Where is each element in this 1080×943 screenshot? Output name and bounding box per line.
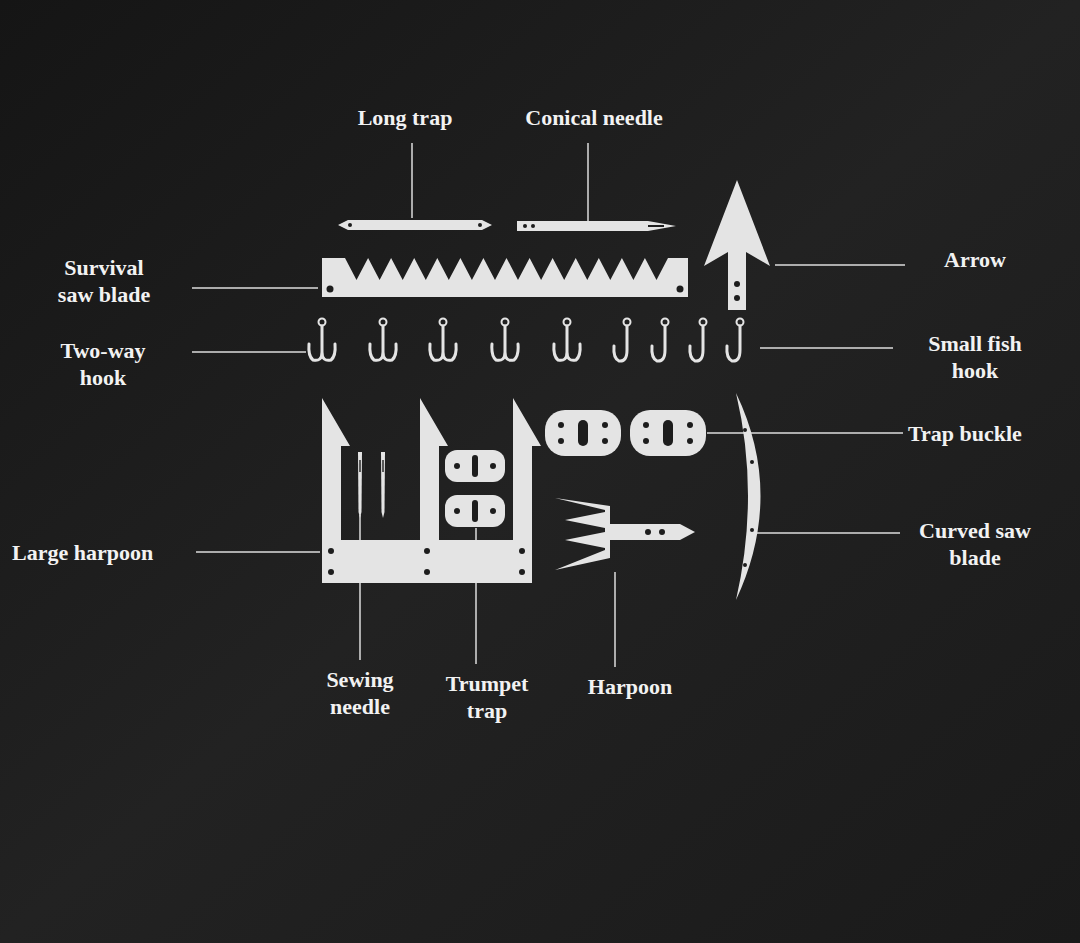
hook-eye	[380, 319, 387, 326]
trap-buckle	[630, 410, 706, 456]
large-harpoon	[322, 398, 541, 583]
hook	[430, 326, 456, 360]
arrow-head	[704, 180, 770, 310]
hook	[492, 326, 518, 360]
part-label: Trumpet trap	[426, 670, 548, 724]
long-trap	[338, 220, 492, 230]
curved-saw-blade	[736, 393, 761, 600]
hook	[309, 326, 335, 360]
part-label: Large harpoon	[12, 539, 192, 566]
hook	[727, 326, 740, 361]
sewing-needle	[358, 452, 362, 518]
part-label: Arrow	[900, 246, 1050, 273]
part-label: Conical needle	[484, 104, 704, 131]
part-label: Small fish hook	[923, 330, 1027, 384]
hook	[652, 326, 665, 361]
part-label: Two-way hook	[37, 337, 169, 391]
conical-needle	[517, 221, 676, 231]
hook-eye	[440, 319, 447, 326]
leader-lines	[192, 143, 905, 667]
trumpet-trap	[445, 450, 505, 482]
hook-eye	[564, 319, 571, 326]
hook	[554, 326, 580, 360]
part-label: Sewing needle	[305, 666, 415, 720]
hook-eye	[700, 319, 707, 326]
part-label: Curved saw blade	[916, 517, 1034, 571]
harpoon	[555, 498, 695, 570]
hook-eye	[662, 319, 669, 326]
hook-eye	[502, 319, 509, 326]
trumpet-trap	[445, 495, 505, 527]
part-label: Long trap	[305, 104, 505, 131]
hook	[370, 326, 396, 360]
card-parts	[322, 180, 770, 600]
sewing-needle	[381, 452, 385, 518]
trap-buckle	[545, 410, 621, 456]
hook-eye	[737, 319, 744, 326]
fish-hooks	[309, 319, 744, 362]
part-label: Survival saw blade	[45, 254, 163, 308]
hook	[690, 326, 703, 361]
hook-eye	[624, 319, 631, 326]
part-label: Harpoon	[565, 673, 695, 700]
part-label: Trap buckle	[908, 420, 1073, 447]
hook-eye	[319, 319, 326, 326]
hook	[614, 326, 627, 361]
survival-saw-blade	[322, 258, 688, 297]
